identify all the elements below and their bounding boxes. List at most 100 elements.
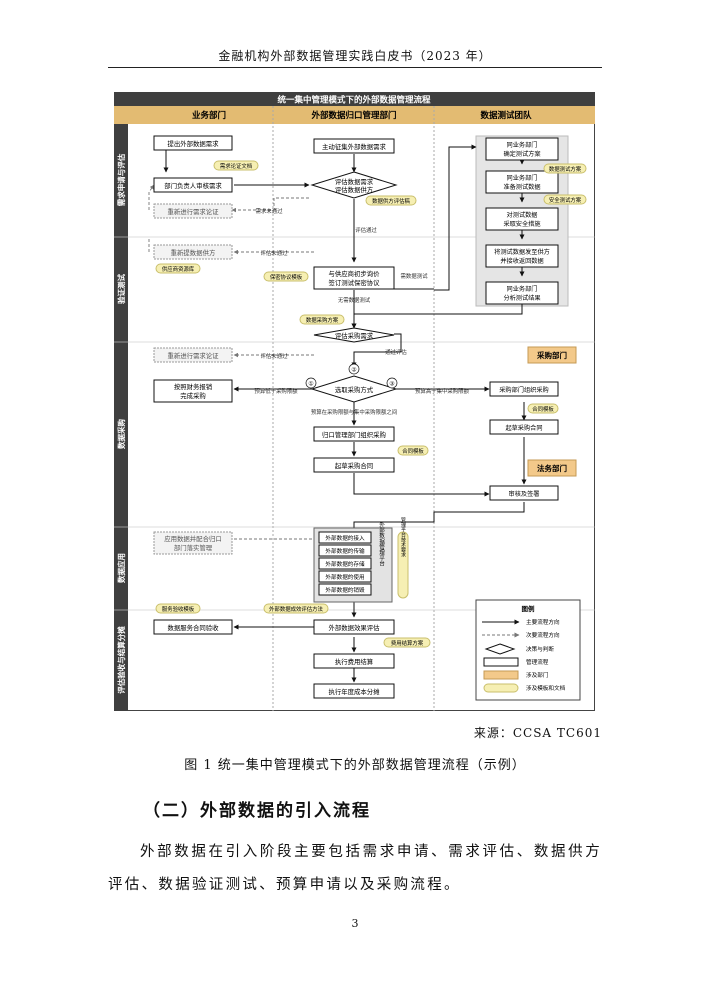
tag-platform-req: [397, 531, 409, 599]
diamond-eval-purchase: [313, 327, 395, 343]
label-use-1: 外部数据的接入: [325, 534, 365, 542]
label-test-4b: 并接收返回数据: [500, 257, 543, 265]
label-tag-contract-1: 合同模板: [532, 405, 554, 413]
label-tag-contract-2: 合同模板: [402, 447, 424, 455]
edge-not-pass-2: 评估未通过: [261, 249, 289, 257]
label-select-method: 选取采购方式: [335, 385, 374, 394]
label-apply-1: 应用数据并配合归口: [164, 534, 222, 543]
label-central-contract: 起草采购合同: [335, 461, 373, 470]
running-header: 金融机构外部数据管理实践白皮书（2023 年）: [218, 49, 492, 63]
label-tag-fee-plan: 费用结算方案: [391, 639, 424, 647]
label-settle: 执行费用结算: [335, 657, 374, 666]
label-review-sign: 审核及签署: [509, 490, 540, 498]
box-active-collect: [313, 138, 395, 154]
legend-sub-flow: 次要流程方向: [526, 631, 560, 639]
tag-fee-plan: [383, 637, 431, 648]
tag-contract-2: [397, 445, 429, 456]
label-proc-org: 采购部门组织采购: [499, 386, 549, 394]
label-platform-side: 管理平台技术要求: [400, 516, 406, 557]
box-effect-eval: [313, 619, 395, 635]
label-tag-service-accept: 服务验收模板: [162, 605, 195, 613]
header-rule: [108, 67, 602, 68]
label-submit-request: 提出外部数据需求: [167, 139, 219, 148]
label-test-1b: 确定测试方案: [503, 150, 541, 158]
label-tag-security-plan: 安全测试方案: [549, 196, 582, 204]
box-central-org: [313, 426, 395, 442]
edge-no-test: 无需数据测试: [338, 296, 371, 304]
tag-supplier-list: [155, 263, 201, 274]
label-acceptance: 数据服务合同验收: [167, 623, 219, 632]
box-apply-data: [153, 531, 233, 555]
label-test-1a: 同业务部门: [507, 141, 538, 149]
diamond-evaluate: [310, 171, 398, 199]
box-central-contract: [313, 457, 395, 473]
legend-process: 管理流程: [526, 658, 549, 666]
box-test-5: [485, 281, 559, 305]
label-use-2: 外部数据的传输: [325, 547, 365, 555]
label-re-supplier: 重新提数据供方: [171, 248, 216, 257]
dept-procurement: [527, 346, 577, 364]
tag-contract-1: [527, 403, 559, 414]
legend-title: 图例: [522, 604, 536, 613]
edge-opt-3: 预算高于集中采购限额: [415, 387, 470, 395]
edge-opt-2: 预算在采购限额与集中采购限额之间: [311, 408, 397, 416]
tag-effect-method: [263, 603, 329, 614]
phase-settlement: 评估验收与结算分摊: [116, 626, 126, 694]
label-tag-purchase-plan: 数据采购方案: [306, 316, 339, 324]
process-figure: 统一集中管理模式下的外部数据管理流程 业务部门 外部数据归口管理部门 数据测试团…: [114, 92, 595, 711]
box-test-1: [485, 137, 559, 161]
column-testing: 数据测试团队: [480, 110, 532, 121]
label-tag-confidential: 保密协议模板: [270, 273, 303, 281]
legend-dept: 涉及部门: [526, 671, 549, 679]
box-re-demand: [153, 203, 233, 219]
box-use-2: [318, 544, 372, 557]
box-proc-contract: [489, 419, 559, 435]
box-dept-review: [153, 177, 233, 193]
box-re-demand-2: [153, 347, 233, 363]
label-platform: 外部数据管理平台: [378, 521, 385, 568]
edge-pass: 评估通过: [355, 226, 377, 234]
label-re-demand: 重新进行需求论证: [167, 207, 219, 216]
tag-security-plan: [543, 194, 587, 205]
label-use-4: 外部数据的使用: [325, 573, 364, 581]
tag-service-accept: [155, 603, 201, 614]
figure-source: 来源：CCSA TC601: [473, 726, 602, 740]
legend-template: 涉及模板和文档: [526, 684, 566, 692]
label-share: 执行年度成本分摊: [328, 687, 380, 696]
figure-title: 统一集中管理模式下的外部数据管理流程: [277, 95, 431, 106]
box-test-4: [485, 244, 559, 268]
box-test-2: [485, 170, 559, 194]
legend-decision: 决策与判断: [526, 645, 554, 653]
edge-pass-2: 通过评估: [385, 348, 407, 356]
document-tags: 需求论证文档 数据供方评估稿 保密协议模板 供应商资源库 数据测试方案 安全测试…: [155, 160, 587, 648]
edge-num-1: ①: [308, 381, 313, 388]
diamond-select-method: [310, 375, 398, 403]
edge-not-pass-1: 需求未通过: [256, 207, 284, 215]
edge-opt-1: 预算低于采购限额: [254, 387, 298, 395]
tag-test-plan: [543, 163, 587, 174]
edge-not-pass-3: 评估未通过: [261, 352, 289, 360]
label-apply-2: 部门落实管理: [174, 543, 213, 552]
label-eval-purchase: 评估采购需求: [335, 331, 374, 340]
phase-purchase: 数据采购: [116, 419, 126, 449]
label-test-4a: 将测试数据发至供方: [494, 248, 550, 256]
box-settle: [313, 653, 395, 669]
tag-confidential: [263, 271, 309, 282]
edge-num-3: ③: [389, 381, 394, 388]
label-dept-procurement: 采购部门: [536, 350, 567, 360]
box-supplier-inquiry: [313, 266, 395, 290]
label-test-3b: 采取安全措施: [503, 220, 540, 228]
label-test-2a: 同业务部门: [507, 174, 538, 182]
box-proc-org: [489, 381, 559, 397]
label-supplier-1: 与供应商初步询价: [328, 269, 380, 278]
label-tag-test-plan: 数据测试方案: [549, 165, 582, 173]
label-use-3: 外部数据的存储: [325, 560, 365, 568]
label-test-2b: 准备测试数据: [503, 183, 540, 191]
box-share: [313, 683, 395, 699]
box-use-3: [318, 557, 372, 570]
box-test-3: [485, 207, 559, 231]
phase-sidebar: [114, 124, 128, 711]
label-dept-legal: 法务部门: [537, 463, 567, 473]
edge-need-test: 需数据测试: [401, 272, 429, 280]
body-paragraph: 外部数据在引入阶段主要包括需求申请、需求评估、数据供方评估、数据验证测试、预算申…: [108, 844, 602, 893]
